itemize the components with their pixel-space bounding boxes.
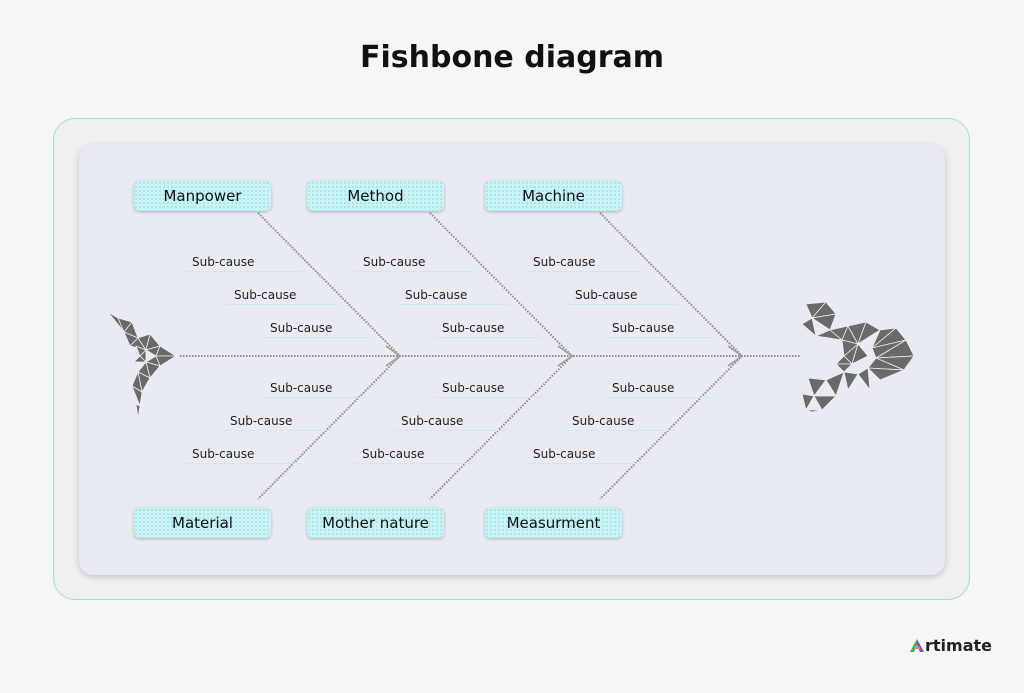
subcause-line [564, 430, 676, 431]
bone-method [429, 212, 573, 357]
fish-tail-shape [107, 311, 178, 419]
arrow-head-2 [557, 345, 574, 367]
subcause-line [355, 463, 472, 464]
subcause-line [567, 304, 679, 305]
category-measurment: Measurment [485, 508, 622, 538]
diagram-panel [79, 144, 945, 575]
category-material: Material [134, 508, 271, 538]
subcause-label: Sub-cause [270, 381, 333, 395]
subcause-label: Sub-cause [572, 414, 635, 428]
subcause-line [525, 271, 642, 272]
subcause-label: Sub-cause [442, 381, 505, 395]
subcause-line [226, 304, 338, 305]
subcause-line [434, 337, 542, 338]
subcause-line [604, 397, 712, 398]
subcause-label: Sub-cause [230, 414, 293, 428]
bone-material [257, 355, 401, 500]
subcause-line [393, 430, 505, 431]
bone-measurment [599, 355, 743, 500]
subcause-line [397, 304, 509, 305]
subcause-label: Sub-cause [612, 381, 675, 395]
subcause-label: Sub-cause [401, 414, 464, 428]
fish-head-shape [801, 301, 915, 413]
subcause-line [434, 397, 542, 398]
subcause-label: Sub-cause [192, 447, 255, 461]
brand-logo[interactable]: rtimate [910, 636, 992, 655]
subcause-label: Sub-cause [362, 447, 425, 461]
category-method: Method [307, 181, 444, 211]
subcause-line [262, 397, 370, 398]
category-machine: Machine [485, 181, 622, 211]
bone-machine [599, 212, 743, 357]
subcause-label: Sub-cause [270, 321, 333, 335]
subcause-line [262, 337, 370, 338]
subcause-line [604, 337, 712, 338]
subcause-label: Sub-cause [612, 321, 675, 335]
bone-mother-nature [429, 355, 573, 500]
subcause-label: Sub-cause [533, 447, 596, 461]
category-manpower: Manpower [134, 181, 271, 211]
subcause-line [185, 271, 302, 272]
artimate-logo-icon [910, 637, 924, 652]
brand-name: rtimate [925, 636, 992, 655]
subcause-label: Sub-cause [575, 288, 638, 302]
page-title: Fishbone diagram [360, 40, 664, 75]
subcause-line [355, 271, 472, 272]
subcause-line [185, 463, 302, 464]
subcause-label: Sub-cause [192, 255, 255, 269]
subcause-label: Sub-cause [442, 321, 505, 335]
subcause-line [222, 430, 334, 431]
arrow-head-3 [727, 345, 744, 367]
subcause-label: Sub-cause [363, 255, 426, 269]
category-mother-nature: Mother nature [307, 508, 444, 538]
subcause-label: Sub-cause [533, 255, 596, 269]
arrow-head-1 [385, 345, 402, 367]
subcause-label: Sub-cause [234, 288, 297, 302]
subcause-line [525, 463, 642, 464]
bone-manpower [257, 212, 401, 357]
subcause-label: Sub-cause [405, 288, 468, 302]
